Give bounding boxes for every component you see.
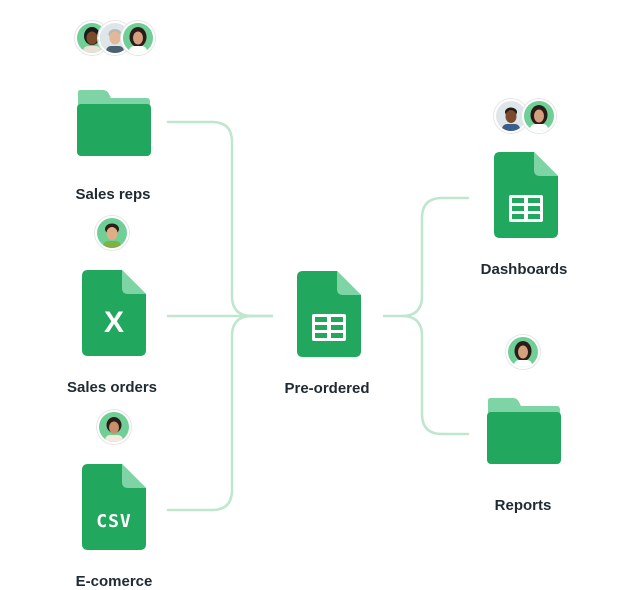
avatar-ecommerce-owner (97, 410, 131, 444)
node-label-pre-ordered: Pre-ordered (284, 380, 370, 397)
avatar-sales-orders-owner (95, 216, 129, 250)
folder-icon (77, 90, 151, 156)
csv-file-icon (82, 464, 146, 550)
node-label-ecommerce: E-comerce (75, 573, 153, 590)
spreadsheet-file-icon (494, 152, 558, 238)
avatar-reports-owner (506, 335, 540, 369)
connector-reports (400, 314, 470, 436)
excel-file-icon (82, 270, 146, 356)
node-label-dashboards: Dashboards (480, 261, 568, 278)
connector-hub-out (382, 196, 470, 318)
avatar-sales-rep-3 (121, 21, 155, 55)
excel-badge: X (103, 306, 124, 339)
node-label-sales-reps: Sales reps (75, 186, 151, 203)
connector-ecommerce (166, 314, 254, 512)
spreadsheet-file-icon (297, 271, 361, 357)
csv-badge: CSV (96, 511, 132, 532)
node-label-sales-orders: Sales orders (66, 379, 158, 396)
node-label-reports: Reports (494, 497, 552, 514)
avatar-dashboards-owner-2 (522, 99, 556, 133)
avatar-dashboards-owner-1 (494, 99, 528, 133)
connector-sales-reps (166, 120, 274, 318)
folder-icon (487, 398, 561, 464)
